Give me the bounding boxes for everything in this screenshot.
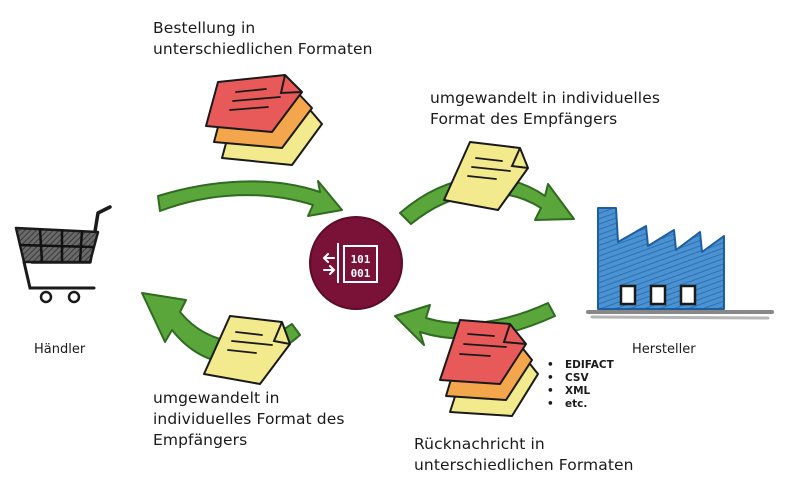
document-stack-reply xyxy=(439,319,539,417)
document-stack-order xyxy=(205,74,323,166)
label-order-formats: Bestellung in unterschiedlichen Formaten xyxy=(153,19,373,58)
format-item: etc. xyxy=(547,398,614,411)
converter-hub: 101 001 xyxy=(309,216,403,310)
label-merchant: Händler xyxy=(34,342,86,357)
document-converted-top xyxy=(443,141,529,211)
format-item: EDIFACT xyxy=(547,359,614,372)
format-item: CSV xyxy=(547,372,614,385)
factory-icon xyxy=(586,207,774,320)
arrow-cart-to-hub xyxy=(157,180,343,217)
label-manufacturer: Hersteller xyxy=(632,342,696,357)
hub-bottom-code: 001 xyxy=(351,267,371,280)
shopping-cart-icon xyxy=(14,205,112,304)
label-reply-formats: Rücknachricht in unterschiedlichen Forma… xyxy=(414,435,634,474)
label-converted-top: umgewandelt in individuelles Format des … xyxy=(430,89,661,128)
hub-top-code: 101 xyxy=(351,253,371,266)
format-item: XML xyxy=(547,385,614,398)
document-converted-bottom xyxy=(203,315,291,385)
format-list: EDIFACT CSV XML etc. xyxy=(547,359,614,411)
label-converted-bottom: umgewandelt in individuelles Format des … xyxy=(153,389,345,449)
